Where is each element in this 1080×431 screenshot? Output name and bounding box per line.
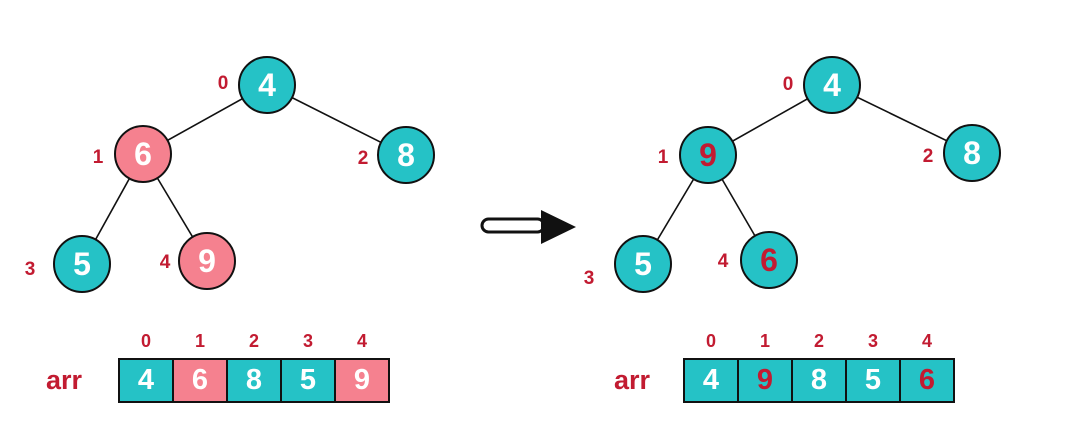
- tree-node-circle: [114, 125, 172, 183]
- arrow-shaft: [480, 217, 546, 234]
- node-index-label: 0: [218, 73, 229, 94]
- node-index-label: 4: [718, 251, 729, 272]
- tree-before: 4 6 8 5 9 0 1 2 3 4: [25, 56, 435, 293]
- tree-node-circle: [803, 56, 861, 114]
- array-indices-after: 0 1 2 3 4: [683, 331, 955, 352]
- array-index: 1: [759, 331, 770, 351]
- array-index: 4: [921, 331, 932, 351]
- node-value: 6: [134, 136, 152, 172]
- tree-node-circle: [614, 235, 672, 293]
- node-value: 5: [634, 246, 652, 282]
- array-after: 4 9 8 5 6: [683, 358, 955, 403]
- array-label-before: arr: [46, 365, 83, 395]
- array-index: 2: [248, 331, 259, 351]
- arrow-head: [541, 210, 576, 244]
- node-index-label: 1: [658, 147, 669, 168]
- tree-node-circle: [943, 124, 1001, 182]
- array-index: 0: [140, 331, 151, 351]
- node-index-label: 2: [923, 146, 934, 167]
- array-cell: 9: [737, 358, 793, 403]
- node-value: 9: [198, 243, 216, 279]
- node-value: 6: [760, 242, 778, 278]
- array-cell: 5: [280, 358, 336, 403]
- node-value: 4: [823, 67, 841, 103]
- array-cell: 8: [791, 358, 847, 403]
- array-cell: 9: [334, 358, 390, 403]
- array-index: 2: [813, 331, 824, 351]
- node-index-label: 0: [783, 74, 794, 95]
- node-value: 8: [397, 137, 415, 173]
- tree-after: 4 9 8 5 6 0 1 2 3 4: [584, 56, 1001, 293]
- node-index-label: 2: [358, 148, 369, 169]
- node-index-label: 4: [160, 252, 171, 273]
- array-indices-before: 0 1 2 3 4: [118, 331, 390, 352]
- tree-node-circle: [53, 235, 111, 293]
- node-value: 5: [73, 246, 91, 282]
- node-index-label: 1: [93, 147, 104, 168]
- array-index: 1: [194, 331, 205, 351]
- tree-node-circle: [740, 231, 798, 289]
- array-index: 4: [356, 331, 367, 351]
- tree-node-circle: [178, 232, 236, 290]
- array-cell: 5: [845, 358, 901, 403]
- array-before: 4 6 8 5 9: [118, 358, 390, 403]
- array-index: 3: [867, 331, 878, 351]
- node-value: 8: [963, 135, 981, 171]
- tree-node-circle: [238, 56, 296, 114]
- array-cell: 6: [899, 358, 955, 403]
- tree-node-circle: [679, 126, 737, 184]
- array-index: 3: [302, 331, 313, 351]
- array-index: 0: [705, 331, 716, 351]
- array-cell: 8: [226, 358, 282, 403]
- array-label-after: arr: [614, 365, 651, 395]
- node-index-label: 3: [25, 259, 36, 280]
- node-value: 4: [258, 67, 276, 103]
- transform-arrow-icon: [480, 210, 576, 244]
- node-index-label: 3: [584, 268, 595, 289]
- node-value: 9: [699, 137, 717, 173]
- array-cell: 4: [683, 358, 739, 403]
- array-cell: 6: [172, 358, 228, 403]
- tree-node-circle: [377, 126, 435, 184]
- array-cell: 4: [118, 358, 174, 403]
